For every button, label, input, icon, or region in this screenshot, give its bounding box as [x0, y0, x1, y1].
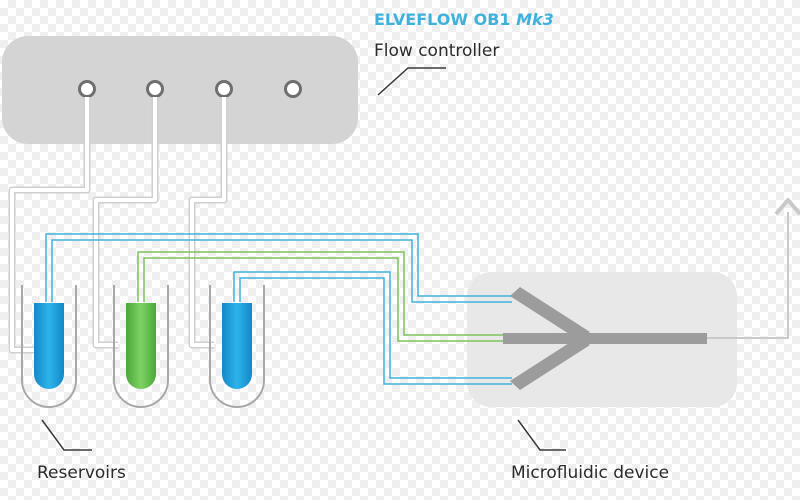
pressure-ports [78, 80, 302, 98]
flow-controller-label: Flow controller [374, 41, 499, 61]
reservoir-2[interactable] [113, 285, 169, 408]
flow-controller-leader [377, 67, 446, 96]
pressure-port-3[interactable] [215, 80, 233, 98]
leader-lines [41, 67, 566, 451]
microfluidic-device [467, 272, 737, 407]
device-leader [517, 419, 566, 451]
fluid-line-green [137, 251, 503, 336]
outlet-arrow-icon [774, 198, 800, 216]
flow-controller [2, 36, 358, 144]
flow-controller-body [2, 36, 358, 144]
fluid-line-blue-1 [45, 233, 512, 302]
reservoir-1[interactable] [21, 285, 77, 408]
pressure-lines [8, 97, 228, 354]
reservoirs-label: Reservoirs [37, 463, 126, 483]
brand-title: ELVEFLOW OB1 Mk3 [374, 10, 554, 29]
microfluidic-device-label: Microfluidic device [511, 463, 669, 483]
pressure-port-2[interactable] [146, 80, 164, 98]
reservoirs [21, 285, 265, 408]
pressure-port-4[interactable] [284, 80, 302, 98]
reservoirs-leader [41, 419, 92, 451]
reservoir-3[interactable] [209, 285, 265, 408]
fluid-line-blue-2 [233, 271, 512, 379]
y-junction-channel [503, 287, 707, 390]
outlet-tube [707, 198, 800, 339]
pressure-port-1[interactable] [78, 80, 96, 98]
fluid-lines [45, 233, 512, 385]
